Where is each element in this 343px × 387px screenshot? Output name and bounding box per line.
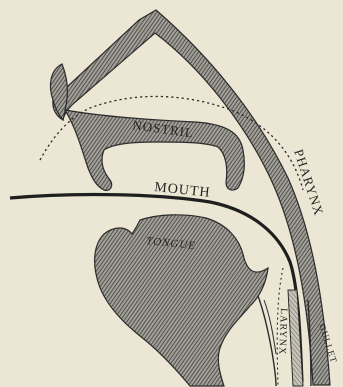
nose-tip: [50, 64, 67, 120]
label-larynx: LARYNX: [276, 308, 289, 355]
epiglottis-inner: [264, 300, 276, 354]
